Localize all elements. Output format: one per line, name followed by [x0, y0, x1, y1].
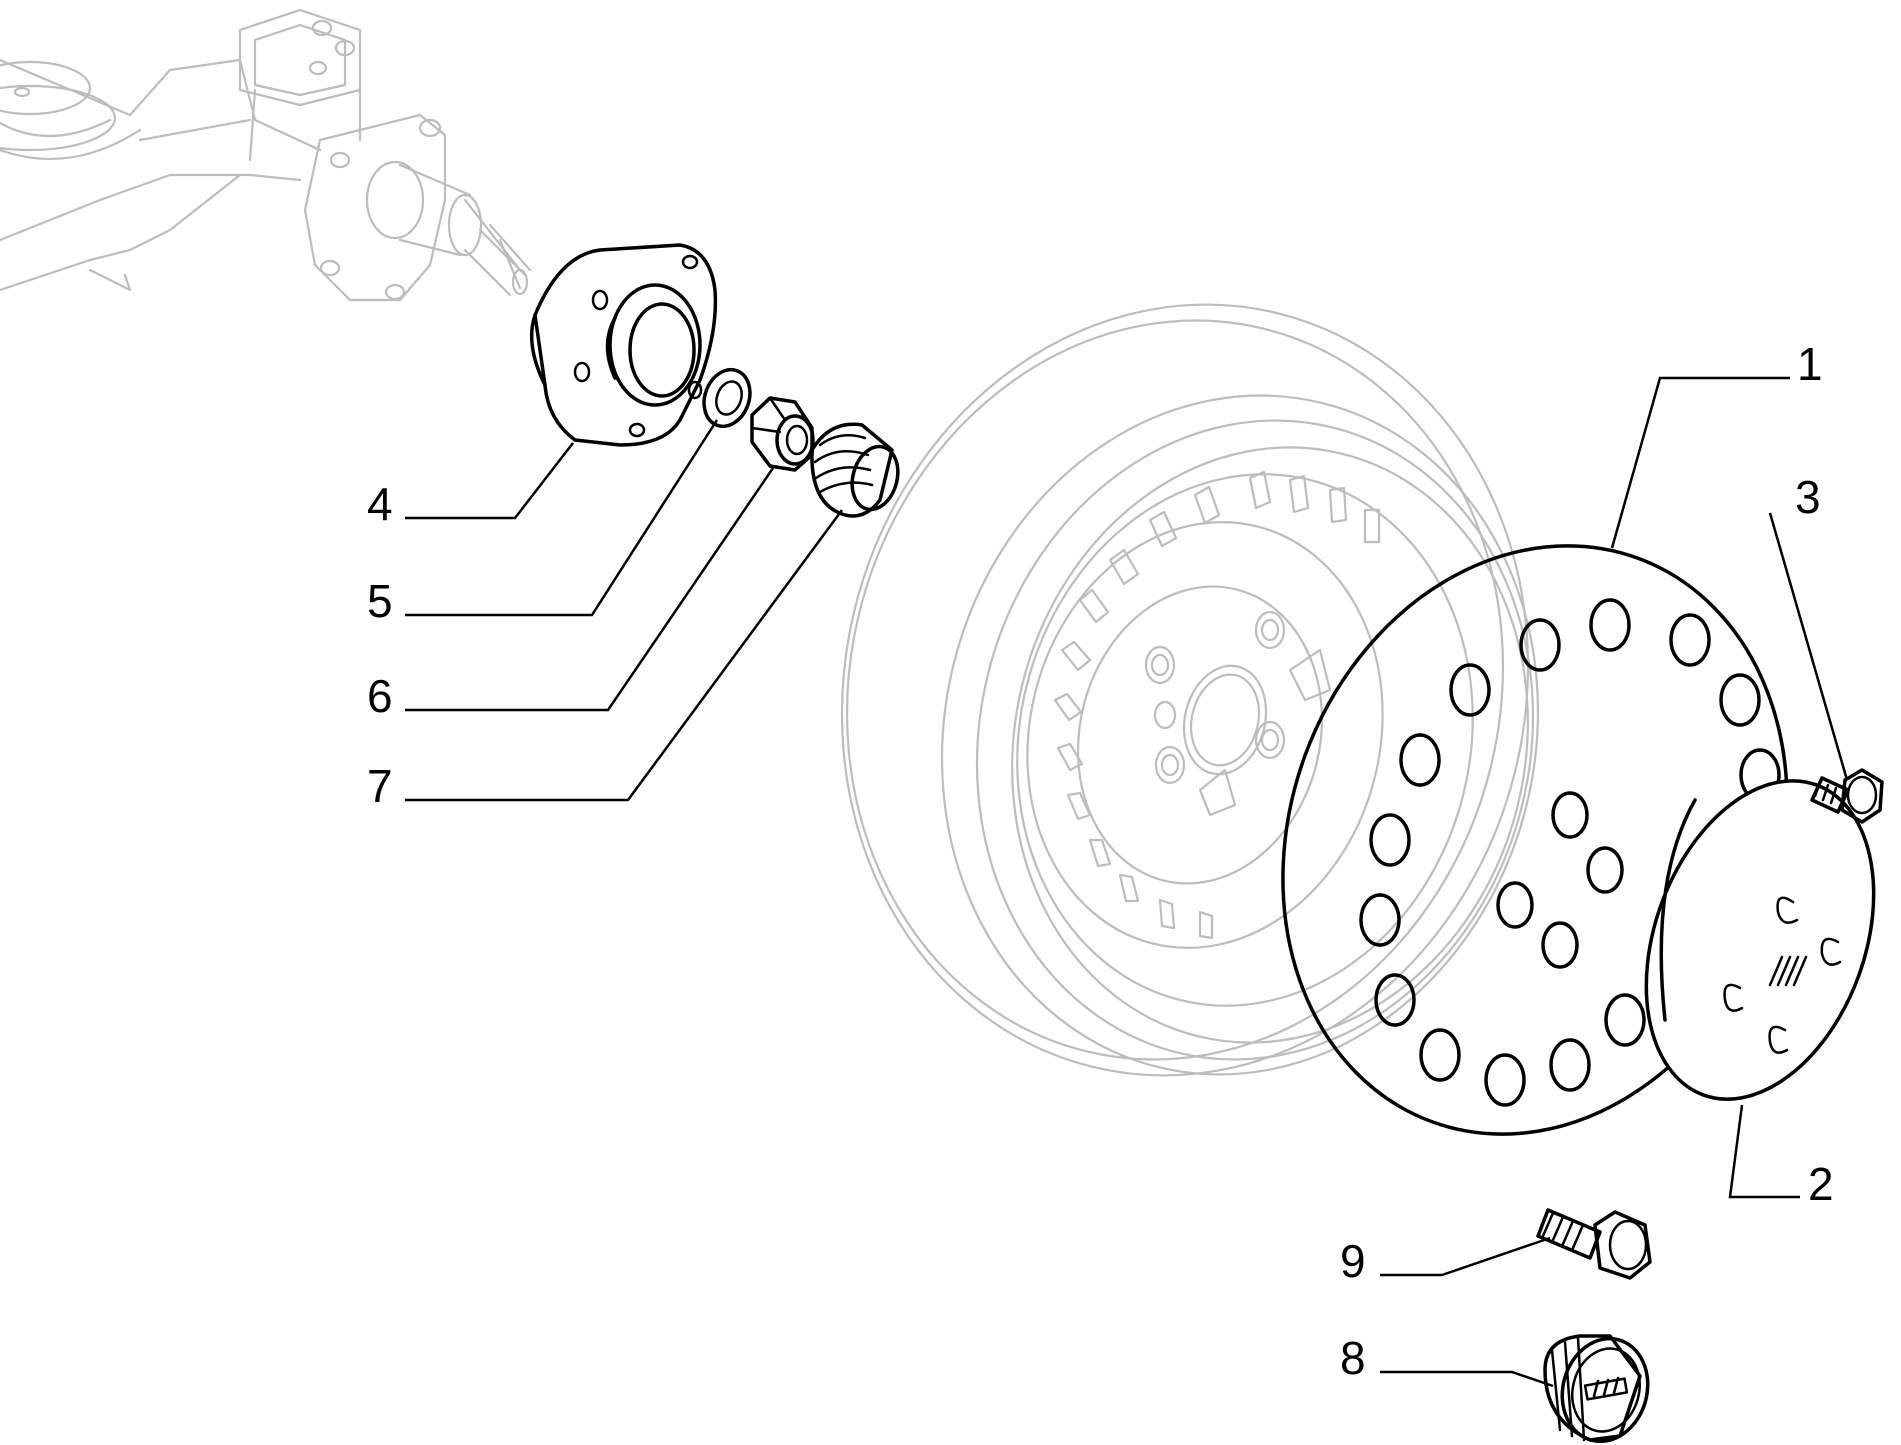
callout-1: 1	[1797, 338, 1823, 390]
part-4-hub-flange	[529, 243, 718, 447]
leader-lines	[405, 376, 1849, 1388]
part-3-trim-screw	[1810, 768, 1884, 824]
badge-logo-icon	[1583, 1376, 1629, 1401]
callout-7: 7	[367, 760, 393, 812]
leader-6	[405, 467, 775, 712]
axle-assembly-ghost	[0, 8, 532, 302]
wheel-rim-ghost	[840, 303, 1540, 1077]
callout-labels: 1 2 3 4 5 6 7 8 9	[367, 338, 1834, 1384]
leader-3	[1768, 512, 1849, 781]
part-8-badge-cap	[1543, 1334, 1650, 1444]
callout-9: 9	[1340, 1235, 1366, 1287]
part-1-wheel-trim	[1281, 544, 1789, 1136]
part-5-washer	[702, 367, 752, 429]
callout-3: 3	[1795, 471, 1821, 523]
leader-2	[1728, 1104, 1800, 1199]
callout-6: 6	[367, 670, 393, 722]
leader-4	[405, 442, 574, 520]
trim-holes	[1359, 598, 1781, 1107]
callout-5: 5	[367, 575, 393, 627]
part-7-grease-cap	[810, 422, 900, 518]
leader-1	[1610, 376, 1790, 549]
callout-2: 2	[1808, 1158, 1834, 1210]
leader-7	[405, 509, 844, 802]
leader-5	[405, 419, 719, 617]
part-9-wheel-bolt	[1536, 1208, 1652, 1280]
part-6-hub-nut	[750, 396, 815, 472]
brand-logo-icon	[1768, 955, 1808, 987]
rim-slots	[1053, 470, 1381, 940]
leader-8	[1380, 1370, 1554, 1388]
callout-4: 4	[367, 478, 393, 530]
leader-9	[1380, 1236, 1551, 1277]
callout-8: 8	[1340, 1332, 1366, 1384]
part-2-centre-cap	[1644, 779, 1876, 1101]
